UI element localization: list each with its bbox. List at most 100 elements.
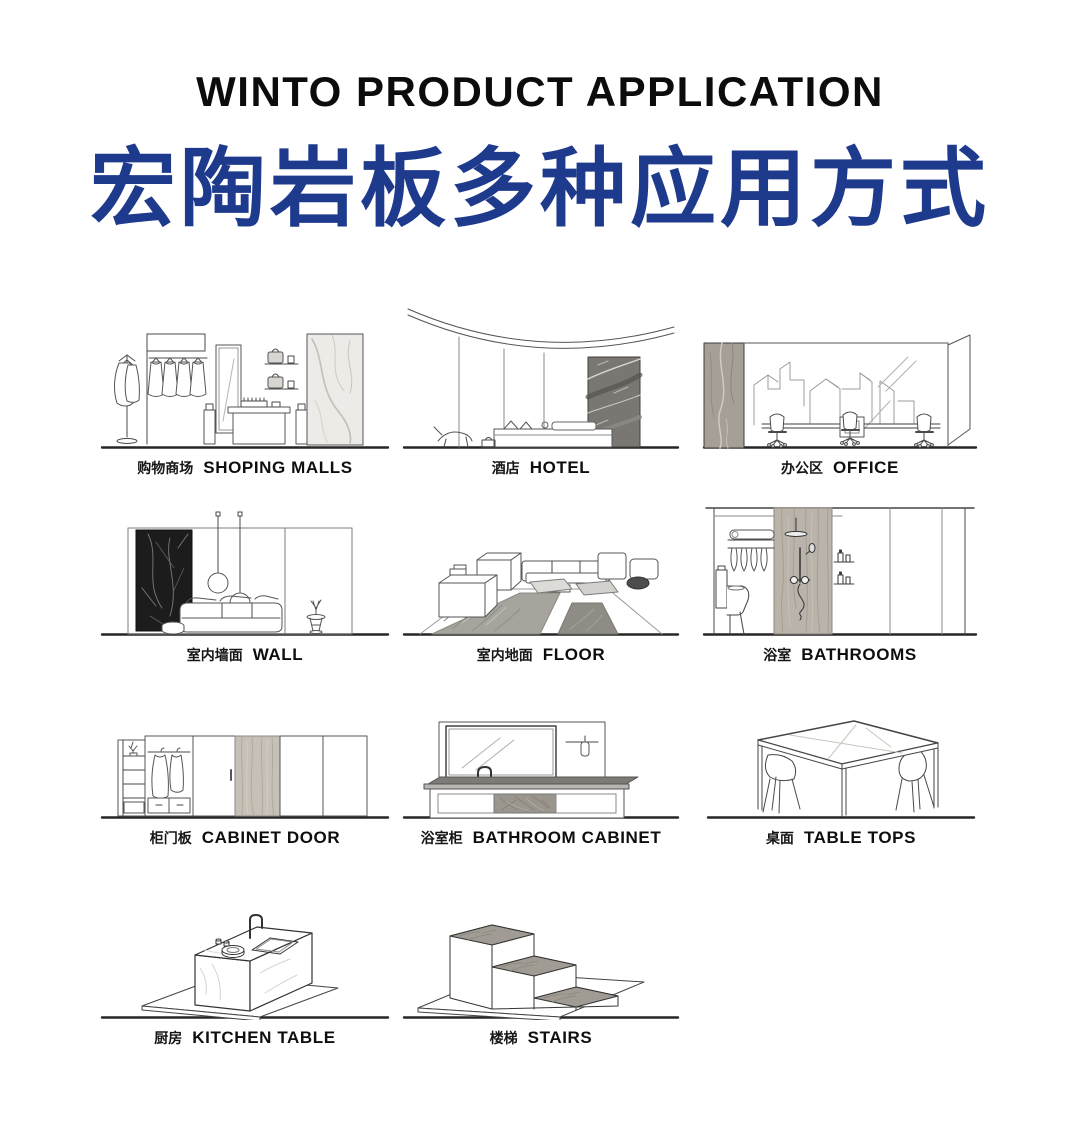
app-bathroom-cabinet: 浴室柜 BATHROOM CABINET xyxy=(402,698,680,848)
app-wall: 室内墙面 WALL xyxy=(100,498,390,665)
label-zh: 浴室柜 xyxy=(420,830,463,846)
stone-tread xyxy=(449,924,535,946)
app-label: 浴室柜 BATHROOM CABINET xyxy=(402,828,680,848)
city-skyline xyxy=(753,361,915,426)
door-panel xyxy=(947,334,971,446)
label-zh: 酒店 xyxy=(491,460,520,476)
chair-left xyxy=(762,754,801,814)
app-label: 酒店 HOTEL xyxy=(402,458,680,478)
towel-hook xyxy=(565,735,599,757)
app-table-tops: 桌面 TABLE TOPS xyxy=(706,695,976,848)
pendant-lights xyxy=(207,511,251,614)
app-label: 室内地面 FLOOR xyxy=(402,645,680,665)
kitchen-table-illustration xyxy=(100,914,390,1020)
stone-tread xyxy=(491,955,577,977)
counter xyxy=(227,397,291,445)
app-label: 楼梯 STAIRS xyxy=(402,1028,680,1048)
label-zh: 室内墙面 xyxy=(186,647,243,663)
label-zh: 厨房 xyxy=(154,1030,183,1046)
office-illustration xyxy=(702,334,978,449)
label-zh: 浴室 xyxy=(763,647,792,663)
app-hotel: 酒店 HOTEL xyxy=(402,301,680,478)
label-zh: 柜门板 xyxy=(149,830,192,846)
shower-shelves xyxy=(833,549,855,585)
label-en: FLOOR xyxy=(542,645,606,664)
bed xyxy=(493,420,613,448)
label-zh: 桌面 xyxy=(765,830,794,846)
coat-rack xyxy=(114,354,140,444)
dining-table xyxy=(757,720,939,817)
app-label: 厨房 KITCHEN TABLE xyxy=(100,1028,390,1048)
app-label: 浴室 BATHROOMS xyxy=(702,645,978,665)
label-en: BATHROOM CABINET xyxy=(472,828,662,847)
display-pedestals xyxy=(203,403,308,445)
page-title-zh: 宏陶岩板多种应用方式 xyxy=(90,141,990,237)
cooktop xyxy=(221,945,245,958)
app-shopping-malls: 购物商场 SHOPING MALLS xyxy=(100,331,390,478)
wall-illustration xyxy=(100,511,390,636)
label-en: OFFICE xyxy=(833,458,899,477)
label-zh: 楼梯 xyxy=(489,1030,518,1046)
label-en: SHOPING MALLS xyxy=(203,458,353,477)
app-cabinet-door: 柜门板 CABINET DOOR xyxy=(100,698,390,848)
faucet xyxy=(249,914,263,939)
cabinet-door-illustration xyxy=(100,735,390,819)
ottoman xyxy=(161,621,185,635)
label-en: KITCHEN TABLE xyxy=(192,1028,336,1047)
app-floor: 室内地面 FLOOR xyxy=(402,503,680,665)
label-en: TABLE TOPS xyxy=(803,828,917,847)
door-panel-wood xyxy=(234,735,281,817)
label-en: BATHROOMS xyxy=(801,645,917,664)
label-zh: 办公区 xyxy=(781,460,824,476)
sink xyxy=(251,937,299,955)
kitchen-island xyxy=(194,926,313,1012)
app-label: 室内墙面 WALL xyxy=(100,645,390,665)
stone-tread xyxy=(533,986,619,1008)
door-panel-white xyxy=(322,735,368,817)
app-label: 办公区 OFFICE xyxy=(702,458,978,478)
bathrooms-illustration xyxy=(702,507,978,636)
door-panel-white xyxy=(279,735,324,817)
label-en: WALL xyxy=(252,645,304,664)
floor-illustration xyxy=(402,552,680,636)
sofa xyxy=(179,595,283,633)
marble-wall-panel xyxy=(306,333,364,446)
ottomans xyxy=(529,578,619,596)
shopping-malls-illustration xyxy=(100,333,390,449)
app-label: 购物商场 SHOPING MALLS xyxy=(100,458,390,478)
staircase xyxy=(449,924,619,1011)
cabinets xyxy=(438,552,522,618)
wood-shower-panel xyxy=(773,507,833,635)
app-kitchen-table: 厨房 KITCHEN TABLE xyxy=(100,878,390,1048)
toilet xyxy=(715,565,750,635)
app-office: 办公区 OFFICE xyxy=(702,333,978,478)
table-tops-illustration xyxy=(706,720,976,819)
door-panel-white xyxy=(192,735,236,817)
cabinet-body xyxy=(429,788,625,819)
label-en: HOTEL xyxy=(529,458,591,477)
open-shelf-unit xyxy=(117,739,146,817)
office-chair xyxy=(913,413,935,449)
hotel-illustration xyxy=(402,308,680,449)
open-closet xyxy=(144,735,194,817)
office-chair xyxy=(766,413,788,449)
app-label: 桌面 TABLE TOPS xyxy=(706,828,976,848)
shower-fixture xyxy=(784,517,816,621)
app-stairs: 楼梯 STAIRS xyxy=(402,878,680,1048)
curved-canopy xyxy=(407,308,675,349)
side-table-plant xyxy=(306,599,326,634)
wall-outline xyxy=(705,507,975,635)
app-bathrooms: 浴室 BATHROOMS xyxy=(702,496,978,665)
page-title-en: WINTO PRODUCT APPLICATION xyxy=(196,68,884,115)
label-en: STAIRS xyxy=(527,1028,593,1047)
app-label: 柜门板 CABINET DOOR xyxy=(100,828,390,848)
gray-marble-panel xyxy=(703,342,745,449)
lounge-chair xyxy=(433,426,496,448)
bathroom-cabinet-illustration xyxy=(402,721,680,819)
clothes-display xyxy=(146,333,208,445)
label-zh: 室内地面 xyxy=(476,647,533,663)
countertop xyxy=(423,776,639,790)
chair-right xyxy=(895,748,935,813)
label-en: CABINET DOOR xyxy=(201,828,341,847)
mirror xyxy=(445,725,557,779)
